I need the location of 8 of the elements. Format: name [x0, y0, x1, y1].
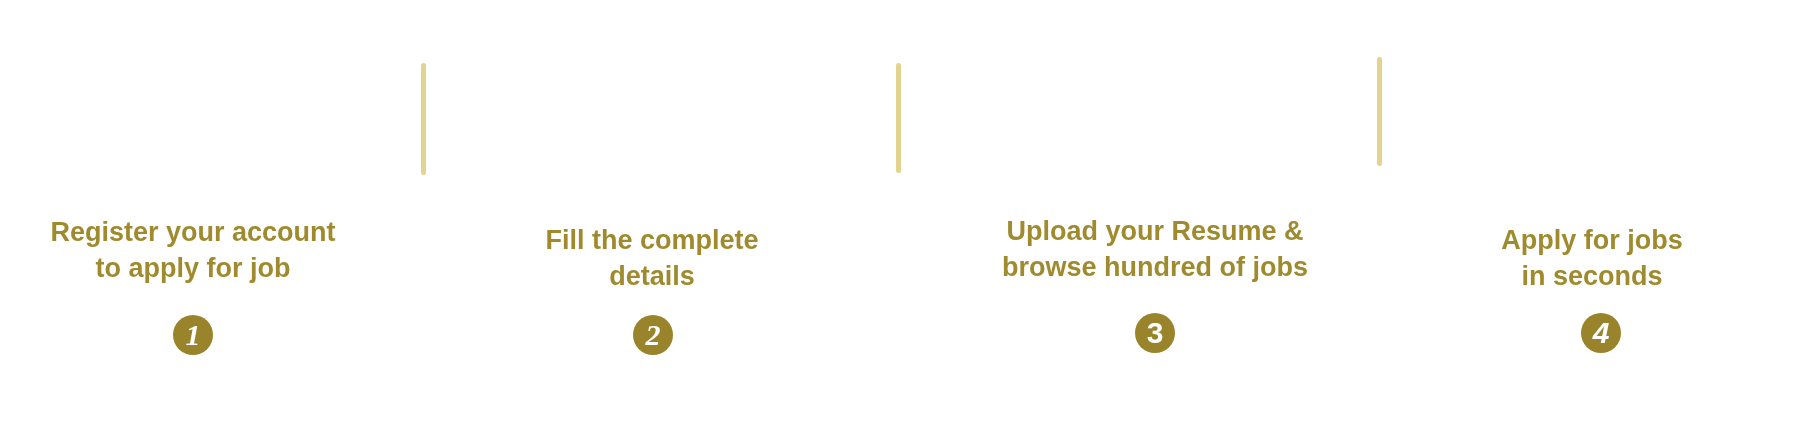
step-number-badge: 3 — [1135, 313, 1175, 353]
step-description: Apply for jobs in seconds — [1500, 224, 1684, 293]
step-number-badge: 4 — [1581, 313, 1621, 353]
step-number-badge: 2 — [633, 315, 673, 355]
step-description: Upload your Resume & browse hundred of jobs — [1001, 215, 1309, 284]
step-description: Register your account to apply for job — [49, 216, 337, 285]
step-number-badge: 1 — [173, 315, 213, 355]
step-description: Fill the complete details — [544, 224, 760, 293]
